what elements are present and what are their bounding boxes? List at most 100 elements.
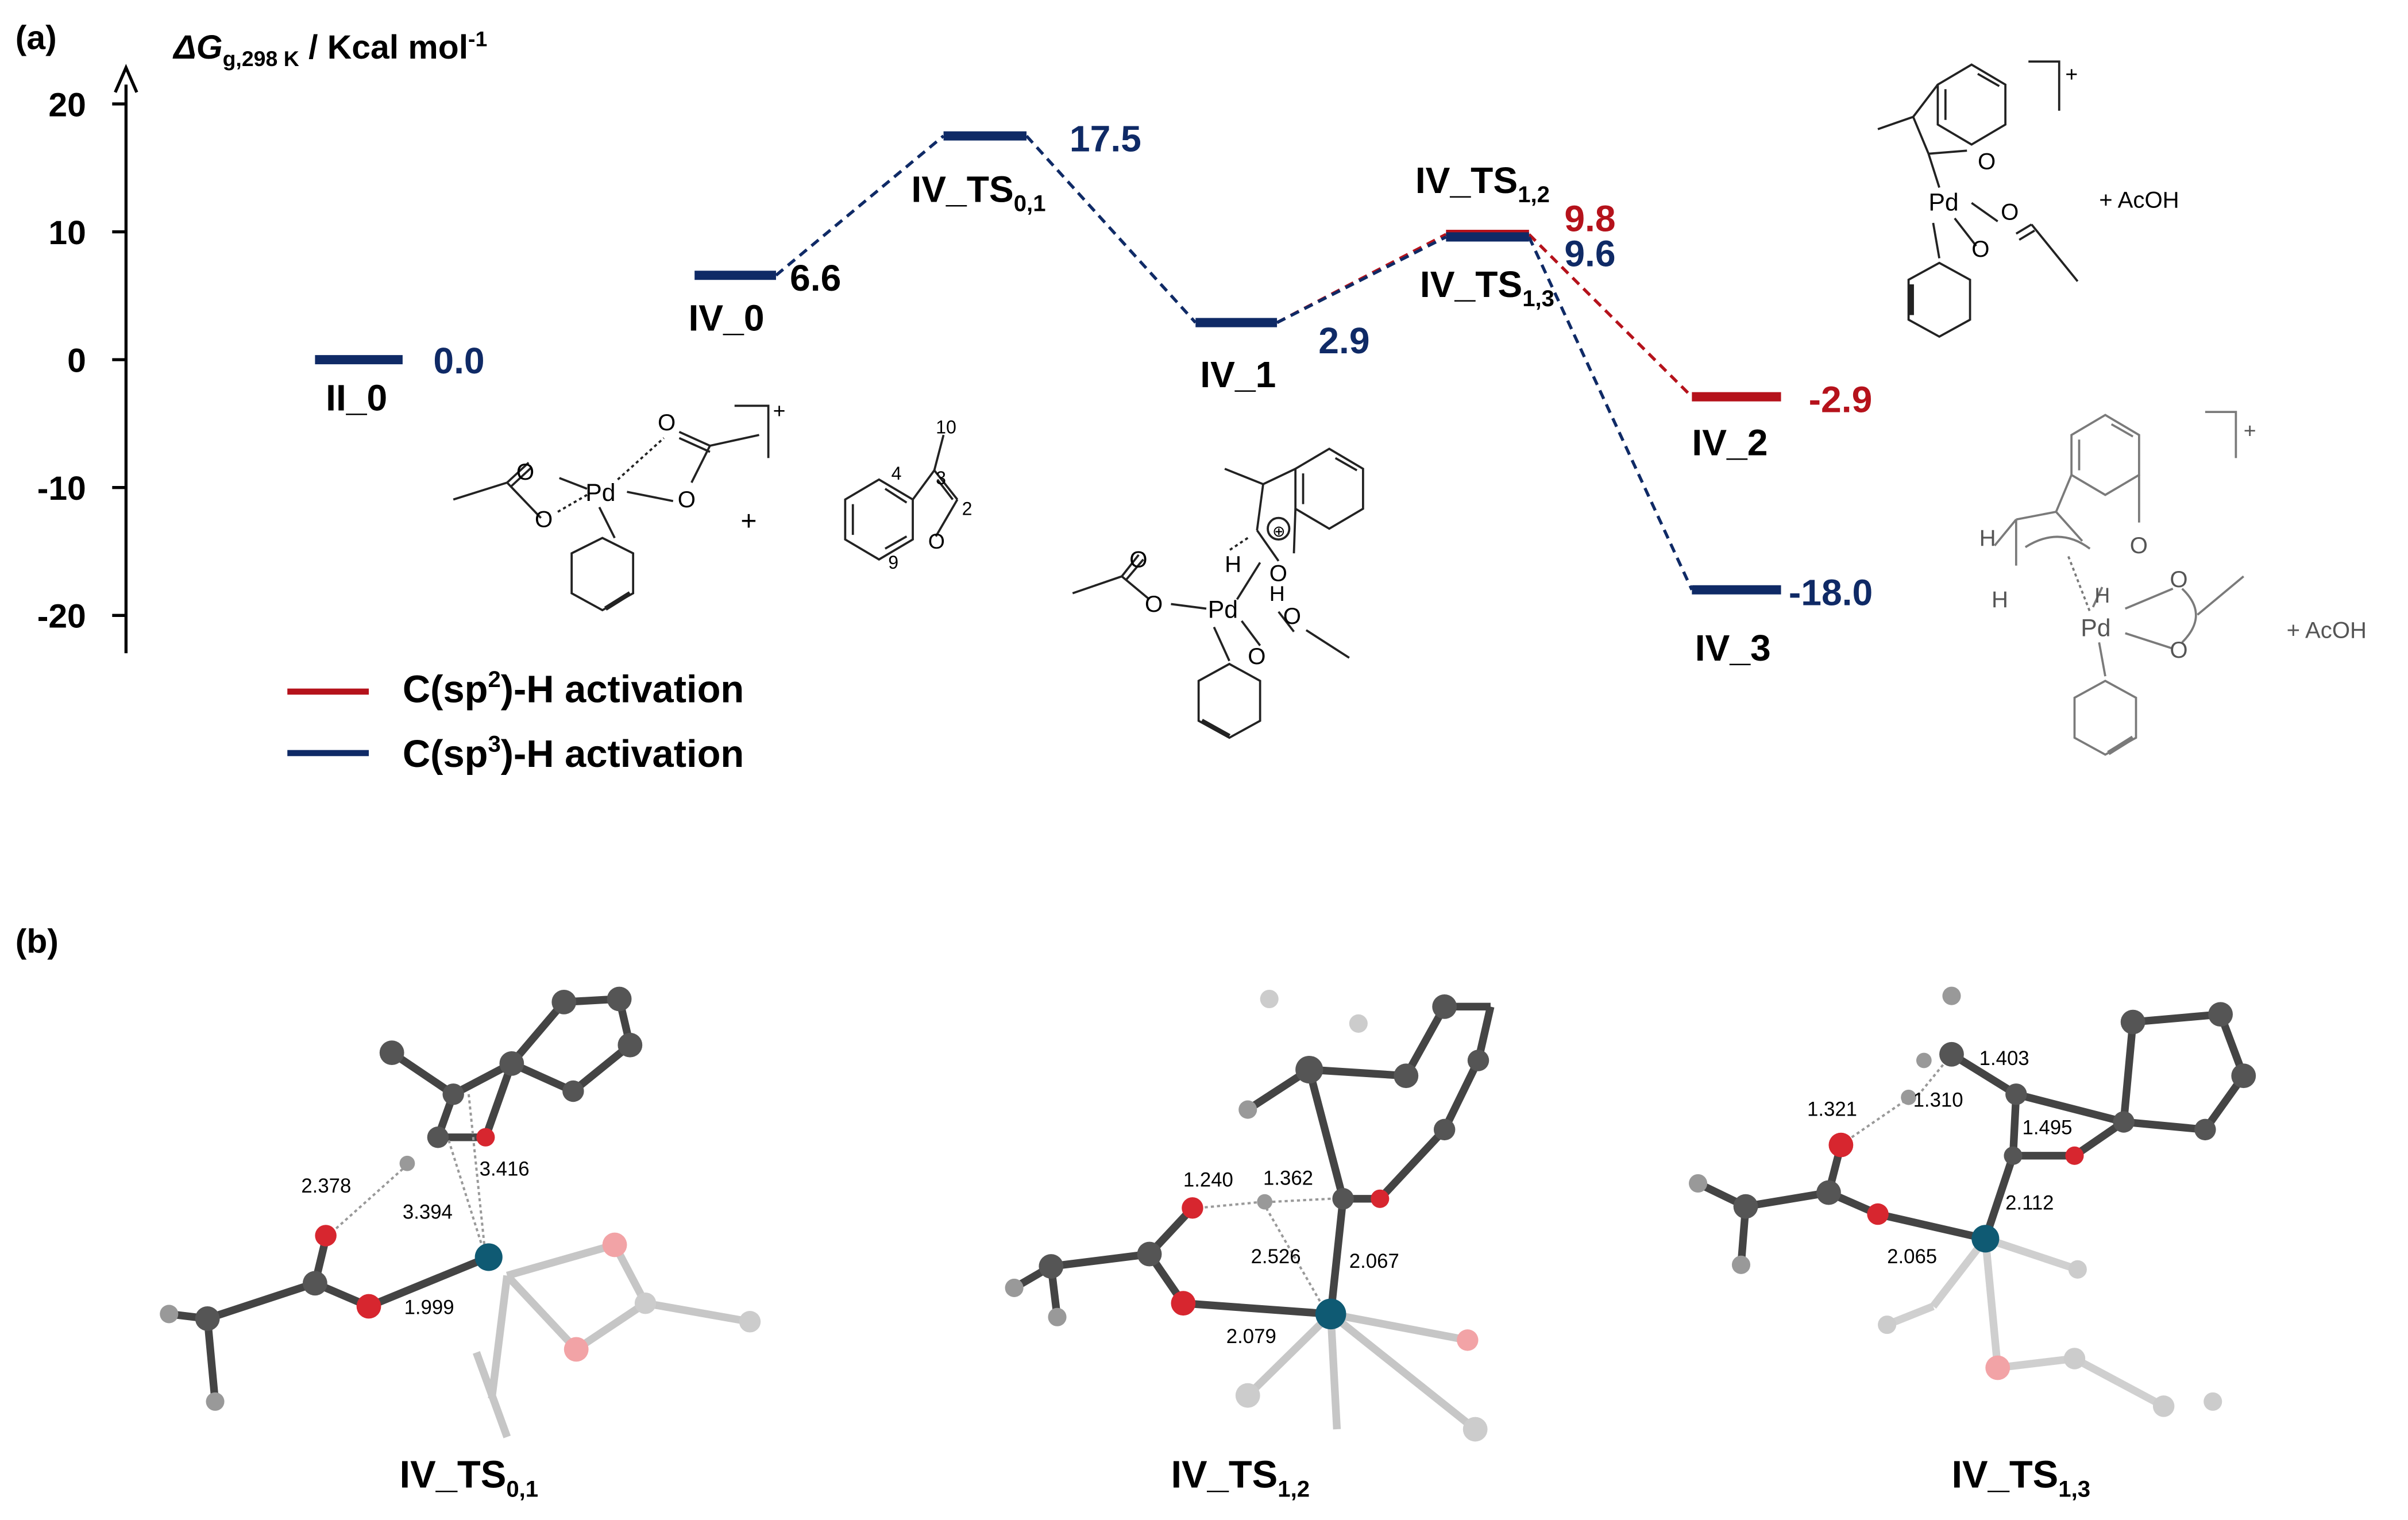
y-tick-label: 20 (48, 86, 86, 124)
y-axis-title: ΔGg,298 K / Kcal mol-1 (172, 26, 487, 71)
svg-text:O: O (928, 529, 945, 553)
pd-atom-ts12 (1315, 1298, 1346, 1330)
scheme-benzofuran (844, 434, 959, 561)
svg-text:O: O (658, 410, 676, 435)
svg-text:3.394: 3.394 (403, 1202, 453, 1224)
path-IV_TS01-IV_1 (1025, 134, 1197, 324)
svg-text:1.321: 1.321 (1807, 1098, 1857, 1120)
svg-text:+: + (2244, 419, 2256, 443)
value-label-IV_0: 6.6 (790, 257, 841, 299)
svg-text:O: O (516, 459, 534, 485)
state-label-IV_TS01: IV_TS0,1 (911, 169, 1045, 217)
y-tick-label: 10 (48, 214, 86, 252)
legend: C(sp2)-H activation C(sp3)-H activation (287, 666, 744, 776)
panel-a-label: (a) (16, 20, 57, 57)
value-label-IV_3: -18.0 (1789, 572, 1873, 614)
svg-text:1.403: 1.403 (1979, 1048, 2029, 1070)
svg-text:H: H (2094, 583, 2110, 607)
svg-text:Pd: Pd (585, 479, 615, 507)
svg-text:+: + (740, 506, 757, 537)
svg-text:O: O (1269, 560, 1287, 586)
svg-text:2.526: 2.526 (1251, 1246, 1301, 1268)
scheme-reactant-complex (453, 404, 770, 612)
svg-text:O: O (2170, 637, 2187, 663)
y-axis-unit-exponent: -1 (468, 26, 487, 51)
svg-text:H: H (1269, 581, 1285, 605)
y-tick-label: -20 (37, 598, 86, 635)
scheme-benzofuran-labels: 10 3 4 2 9 O (888, 417, 972, 573)
svg-text:O: O (1248, 643, 1265, 669)
value-label-IV_1: 2.9 (1318, 320, 1369, 361)
svg-text:9: 9 (888, 552, 898, 573)
svg-text:2.079: 2.079 (1226, 1326, 1276, 1348)
svg-text:2.065: 2.065 (1887, 1246, 1937, 1268)
y-axis-arrow-icon (114, 64, 138, 93)
structure-ts13: 1.403 1.321 1.310 1.495 2.112 2.065 (1689, 986, 2256, 1417)
svg-text:2.067: 2.067 (1349, 1251, 1399, 1272)
svg-text:O: O (2130, 533, 2148, 558)
svg-text:3: 3 (936, 468, 946, 488)
value-label-II_0: 0.0 (433, 340, 484, 381)
path-IV_0-IV_TS01 (775, 134, 945, 277)
value-label-IV_2: -2.9 (1809, 379, 1873, 420)
legend-label-sp2: C(sp2)-H activation (403, 666, 744, 711)
svg-text:O: O (678, 487, 696, 512)
svg-text:H: H (1979, 525, 1996, 551)
pd-atom-ts13 (1971, 1225, 2000, 1253)
svg-text:O: O (1145, 591, 1163, 617)
structure-title-ts13: IV_TS1,3 (1951, 1453, 2090, 1502)
svg-text:O: O (1129, 546, 1147, 572)
state-label-IV_0: IV_0 (688, 298, 764, 339)
svg-text:O: O (1283, 603, 1301, 629)
state-label-IV_3: IV_3 (1695, 627, 1771, 669)
path-IV_TS12-IV_2 (1527, 233, 1693, 398)
scheme-product-iv2-labels: O Pd O O + + AcOH (1928, 62, 2179, 262)
svg-text:1.362: 1.362 (1263, 1168, 1313, 1190)
svg-text:H: H (1225, 551, 1241, 577)
svg-text:2.112: 2.112 (2005, 1192, 2054, 1214)
svg-text:O: O (1971, 236, 1989, 262)
svg-text:+ AcOH: + AcOH (2099, 187, 2179, 213)
panel-b-label: (b) (16, 923, 59, 960)
svg-text:1.495: 1.495 (2023, 1117, 2073, 1139)
svg-text:1.240: 1.240 (1183, 1169, 1233, 1191)
value-label-IV_TS12: 9.8 (1564, 198, 1615, 240)
svg-text:2.378: 2.378 (301, 1175, 351, 1197)
scheme-intermediate-iv1 (1072, 447, 1364, 739)
y-tick-label: -10 (37, 470, 86, 507)
svg-text:1.999: 1.999 (404, 1297, 454, 1318)
svg-text:O: O (2001, 199, 2019, 225)
path-IV_1-IV_TS13 (1276, 236, 1447, 324)
svg-text:2: 2 (962, 498, 973, 519)
state-label-II_0: II_0 (326, 377, 387, 418)
value-label-IV_TS01: 17.5 (1070, 118, 1141, 159)
state-label-IV_1: IV_1 (1200, 354, 1276, 395)
y-axis-subscript: g,298 K (223, 47, 299, 71)
scheme-reactant-labels: O O Pd O O + + (516, 399, 786, 537)
state-label-IV_TS13: IV_TS1,3 (1420, 264, 1554, 311)
svg-text:H: H (1992, 587, 2008, 612)
svg-text:⊕: ⊕ (1272, 523, 1285, 540)
reaction-paths (775, 134, 1693, 591)
svg-text:+: + (2065, 62, 2078, 86)
svg-text:Pd: Pd (1928, 189, 1958, 217)
path-IV_TS13-IV_3 (1527, 236, 1693, 591)
svg-text:4: 4 (892, 463, 902, 484)
energy-levels: 0.0II_0 6.6IV_0 17.5IV_TS0,1 2.9IV_1 9.8IV_T… (315, 118, 1873, 669)
svg-text:3.416: 3.416 (480, 1159, 530, 1180)
scheme-intermediate-labels: H O ⊕ O O Pd H O O (1129, 523, 1301, 669)
svg-text:O: O (535, 507, 553, 533)
svg-text:10: 10 (936, 417, 956, 438)
state-label-IV_2: IV_2 (1692, 422, 1768, 463)
scheme-product-iv3-labels: O H H H Pd O O + + AcOH (1979, 419, 2367, 663)
svg-text:Pd: Pd (2081, 615, 2110, 642)
structure-title-ts01: IV_TS0,1 (400, 1453, 539, 1502)
svg-text:+ AcOH: + AcOH (2287, 617, 2367, 643)
y-axis-symbol: ΔG (172, 29, 222, 66)
svg-text:1.310: 1.310 (1913, 1089, 1963, 1111)
pd-atom-ts01 (474, 1243, 503, 1271)
scheme-product-iv2 (1877, 60, 2079, 338)
